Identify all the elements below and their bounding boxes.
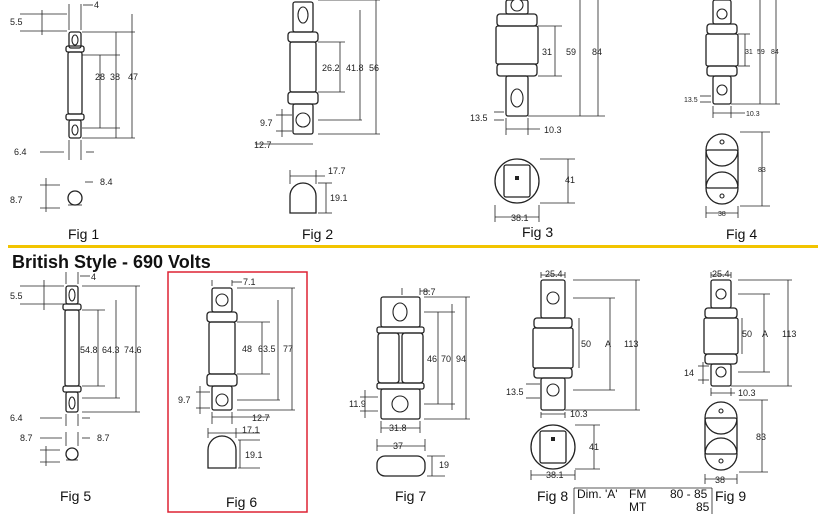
fig-5-caption: Fig 5 [60,488,91,504]
fig-8-caption: Fig 8 [537,488,568,504]
fig-1-drawing [20,4,135,212]
fig1-dim-8-7: 8.7 [10,195,23,205]
fig5-dim-4: 4 [91,272,96,282]
fig5-dim-64-3: 64.3 [102,345,120,355]
dim-a-row-2-code: MT [629,500,647,514]
fig8-dim-10-3: 10.3 [570,409,588,419]
fig6-dim-7-1: 7.1 [243,277,256,287]
fig7-dim-94: 94 [456,354,466,364]
fig1-dim-6-4: 6.4 [14,147,27,157]
fig1-dim-8-4: 8.4 [100,177,113,187]
fig6-dim-12-7: 12.7 [252,413,270,423]
fig-3-caption: Fig 3 [522,224,553,240]
fig5-dim-74-6: 74.6 [124,345,142,355]
fig3-dim-10-3: 10.3 [544,125,562,135]
fig2-dim-56: 56 [369,63,379,73]
fig4-dim-10-3: 10.3 [746,111,760,118]
fig-5-drawing [20,272,140,466]
fig-9-caption: Fig 9 [715,488,746,504]
fig8-dim-13-5: 13.5 [506,387,524,397]
fig3-dim-84: 84 [592,47,602,57]
section-heading: British Style - 690 Volts [12,252,211,272]
fig-7-caption: Fig 7 [395,488,426,504]
fig8-dim-38-1: 38.1 [546,470,564,480]
fig5-dim-54-8: 54.8 [80,345,98,355]
fig4-dim-31: 31 [745,49,753,56]
fig7-dim-46: 46 [427,354,437,364]
fig7-dim-8-7: 8.7 [423,287,436,297]
fig9-dim-38: 38 [715,475,725,485]
fig-1-caption: Fig 1 [68,226,99,242]
fig1-dim-38: 38 [110,72,120,82]
fig5-dim-6-4: 6.4 [10,413,23,423]
fig4-dim-83: 83 [758,167,766,174]
fig-8-drawing [526,272,640,480]
fig-6-drawing [196,280,295,469]
fig1-dim-28: 28 [95,72,105,82]
fig2-dim-9-7: 9.7 [260,118,273,128]
fig9-dim-a: A [762,329,768,339]
fig5-dim-5-5: 5.5 [10,291,23,301]
fig5-dim-8-7-left: 8.7 [20,433,33,443]
fig7-dim-31-8: 31.8 [389,423,407,433]
fig2-dim-26-2: 26.2 [322,63,340,73]
fig-6-highlight-frame [167,271,308,513]
fig-4-caption: Fig 4 [726,226,757,242]
fig7-dim-19: 19 [439,460,449,470]
fig1-dim-4: 4 [94,0,99,10]
fig9-dim-10-3: 10.3 [738,388,756,398]
fig-3-drawing [494,0,605,222]
fig2-dim-41-8: 41.8 [346,63,364,73]
fig4-dim-84: 84 [771,49,779,56]
fig9-dim-14: 14 [684,368,694,378]
fig8-dim-41: 41 [589,442,599,452]
fig8-dim-25-4: 25.4 [545,269,563,279]
dim-a-row-1-value: 80 - 85 [670,487,708,501]
fig-4-drawing [700,0,780,218]
fig-2-caption: Fig 2 [302,226,333,242]
dim-a-row-2-value: 85 [696,500,710,514]
fig6-dim-63-5: 63.5 [258,344,276,354]
fig6-dim-9-7: 9.7 [178,395,191,405]
fig6-dim-19-1: 19.1 [245,450,263,460]
fig6-dim-48: 48 [242,344,252,354]
fig3-dim-41: 41 [565,175,575,185]
fig3-dim-59: 59 [566,47,576,57]
fig4-dim-38: 38 [718,211,726,218]
dim-a-label: Dim. 'A' [577,487,618,501]
fig3-dim-38-1: 38.1 [511,213,529,223]
section-divider [8,245,818,248]
fig9-dim-113: 113 [782,329,796,339]
fig-6-caption: Fig 6 [226,494,257,510]
fig2-dim-12-7: 12.7 [254,140,272,150]
fig5-dim-8-7-right: 8.7 [97,433,110,443]
fig7-dim-70: 70 [441,354,451,364]
fig9-dim-25-4: 25.4 [712,269,730,279]
fig1-dim-47: 47 [128,72,138,82]
dim-a-row-1-code: FM [629,487,646,501]
fig2-dim-17-7: 17.7 [328,166,346,176]
fig6-dim-77: 77 [283,344,293,354]
fig4-dim-13-5: 13.5 [684,97,698,104]
fig3-dim-13-5: 13.5 [470,113,488,123]
fig8-dim-113: 113 [624,339,638,349]
fig7-dim-37: 37 [393,441,403,451]
fig3-dim-31: 31 [542,47,552,57]
fig2-dim-19-1: 19.1 [330,193,348,203]
fig-2-drawing [255,0,380,214]
dim-a-table [573,487,713,514]
fig7-dim-11-9: 11.9 [349,399,366,409]
fig-9-drawing [698,272,792,484]
fig9-dim-50: 50 [742,329,752,339]
fig8-dim-a: A [605,339,611,349]
fig4-dim-59: 59 [757,49,765,56]
fig-7-drawing [360,288,470,477]
fig6-dim-17-1: 17.1 [242,425,260,435]
fig8-dim-50: 50 [581,339,591,349]
fig9-dim-83: 83 [756,432,766,442]
fig1-dim-5-5: 5.5 [10,17,23,27]
